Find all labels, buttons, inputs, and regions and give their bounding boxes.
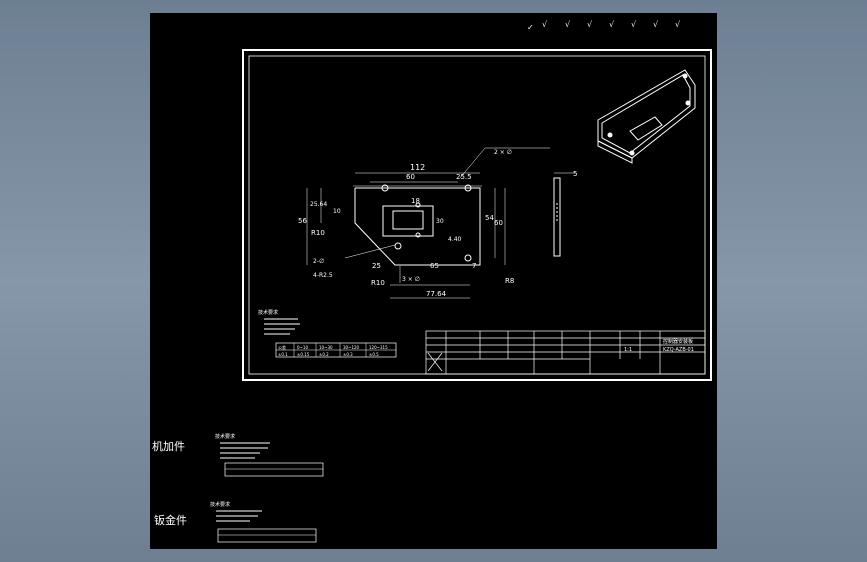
dim-radius-br: R8 [505, 277, 514, 285]
title-block-code: KZQ-AZB-01 [663, 347, 694, 353]
title-block-name: 控制器安装板 [663, 338, 693, 345]
dim-bottom-left: 25 [372, 262, 381, 270]
hole-note-bottom: 3 × ∅ [402, 276, 420, 283]
surface-symbol-7: √ [675, 20, 681, 29]
notes-lines [264, 318, 300, 335]
surface-symbol-3: √ [587, 20, 593, 29]
block2-notes [216, 510, 262, 522]
cad-drawing: ✓ √ √ √ √ √ √ √ [152, 20, 712, 543]
dim-top-width: 60 [406, 173, 415, 181]
t1-h1: 0~10 [297, 345, 308, 350]
dim-right-h1: 54 [485, 214, 494, 222]
dim-bottom-right: 7 [472, 262, 476, 270]
outer-frame [242, 49, 712, 381]
title-block-scale: 1:1 [624, 347, 632, 353]
t1-h2: 10~30 [319, 345, 333, 350]
surface-symbol-0: ✓ [527, 23, 534, 32]
isometric-view [597, 69, 696, 164]
surface-symbol-4: √ [609, 20, 615, 29]
dim-offset-left: 25.64 [310, 201, 327, 208]
t1-v2: ±0.2 [319, 352, 329, 357]
dimension-texts: 112 60 25.5 18 56 25.64 10 R10 30 54 60 … [298, 149, 514, 298]
drawing-canvas: ✓ √ √ √ √ √ √ √ [150, 13, 717, 549]
block1-notes [220, 442, 270, 459]
t1-v3: ±0.3 [343, 352, 353, 357]
side-label-sheetmetal: 钣金件 [154, 513, 187, 527]
dim-bottom-mid: 65 [430, 262, 439, 270]
surface-symbol-2: √ [565, 20, 571, 29]
side-label-machined: 机加件 [152, 439, 185, 453]
tolerance-table-1: 公差 0~10 10~30 30~120 120~315 ±0.1 ±0.15 … [275, 342, 397, 358]
dim-radius-bl: R10 [371, 279, 385, 287]
dim-overall-bottom: 77.64 [426, 290, 447, 298]
hole-note-2: 2-∅ [313, 258, 324, 265]
dim-slot-h: 30 [436, 218, 444, 225]
dim-slot-width: 18 [411, 197, 420, 205]
surface-finish-symbols: ✓ √ √ √ √ √ √ √ [527, 20, 681, 32]
surface-symbol-1: √ [542, 20, 548, 29]
dim-right-h2: 60 [494, 219, 503, 227]
hole-note-top: 2 × ∅ [494, 149, 512, 156]
dim-overall-width: 112 [410, 163, 425, 172]
front-view [306, 147, 550, 299]
block2-title: 技术要求 [210, 501, 230, 508]
hole-note-left: 4-R2.5 [313, 272, 333, 279]
t1-v4: ±0.5 [369, 352, 379, 357]
block2-table [217, 528, 317, 543]
side-view [553, 172, 575, 257]
dim-thickness: 5 [573, 170, 577, 178]
surface-symbol-5: √ [631, 20, 637, 29]
inner-frame [248, 55, 706, 375]
dim-right-top: 25.5 [456, 173, 472, 181]
dim-radius-left: R10 [311, 229, 325, 237]
t1-h3: 30~120 [343, 345, 360, 350]
surface-symbol-6: √ [653, 20, 659, 29]
dim-small: 10 [333, 208, 341, 215]
notes-title: 技术要求 [258, 309, 278, 316]
block1-table [224, 462, 324, 477]
t1-h0: 公差 [278, 344, 286, 350]
dim-height-left: 56 [298, 217, 307, 225]
t1-v1: ±0.15 [297, 352, 310, 357]
title-block [425, 330, 706, 375]
block1-title: 技术要求 [215, 433, 235, 440]
t1-v0: ±0.1 [278, 352, 288, 357]
t1-h4: 120~315 [369, 345, 388, 350]
dim-slot-depth: 4.40 [448, 236, 462, 243]
